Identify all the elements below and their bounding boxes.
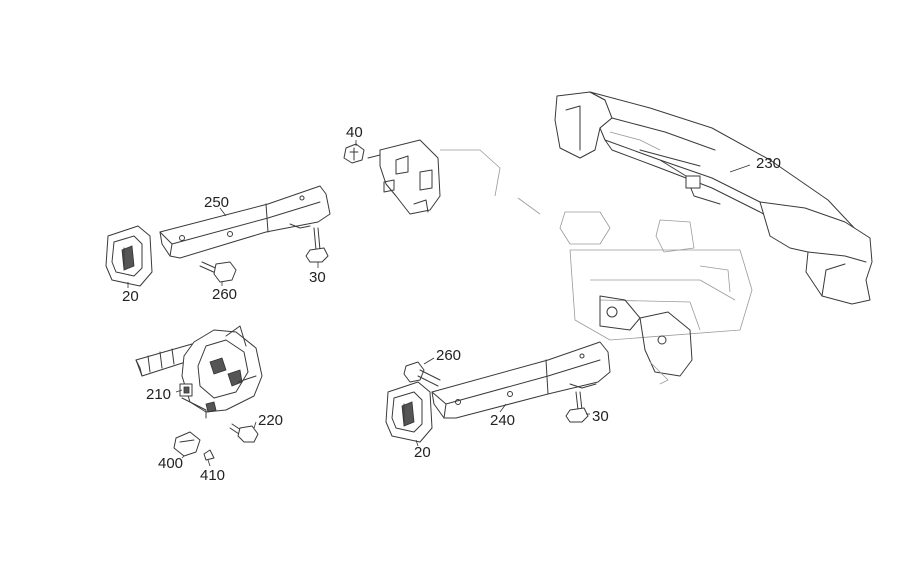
part-40-bracket bbox=[343, 139, 501, 215]
callout-30-upper: 30 bbox=[309, 269, 326, 286]
part-260-bolt-upper bbox=[199, 261, 237, 283]
callout-400: 400 bbox=[158, 455, 183, 472]
part-410-cap bbox=[203, 449, 215, 461]
background-assembly bbox=[517, 197, 753, 385]
callout-260-lower: 260 bbox=[436, 347, 461, 364]
part-240-side-member bbox=[431, 341, 611, 419]
callout-250: 250 bbox=[204, 194, 229, 211]
callout-30-lower: 30 bbox=[592, 408, 609, 425]
part-20-mount-upper bbox=[105, 225, 153, 287]
callout-240: 240 bbox=[490, 412, 515, 429]
leader-lines bbox=[127, 140, 751, 467]
callout-260-upper: 260 bbox=[212, 286, 237, 303]
part-400-cover bbox=[173, 431, 201, 457]
callout-220: 220 bbox=[258, 412, 283, 429]
part-220-bolt bbox=[229, 423, 259, 443]
part-260-bolt-lower bbox=[403, 361, 441, 387]
callout-210: 210 bbox=[146, 386, 171, 403]
part-250-side-member bbox=[159, 185, 331, 259]
part-210-hitch-assembly bbox=[135, 325, 263, 419]
part-230-bumper-carrier bbox=[554, 91, 873, 305]
part-20-mount-lower bbox=[385, 381, 433, 443]
callout-410: 410 bbox=[200, 467, 225, 484]
callout-20-upper: 20 bbox=[122, 288, 139, 305]
callout-20-lower: 20 bbox=[414, 444, 431, 461]
part-30-screw-upper bbox=[305, 227, 329, 263]
callout-40: 40 bbox=[346, 124, 363, 141]
callout-230: 230 bbox=[756, 155, 781, 172]
part-30-screw-lower bbox=[565, 391, 589, 423]
callout-labels: 40 230 250 20 260 30 210 220 400 410 260… bbox=[122, 124, 781, 484]
